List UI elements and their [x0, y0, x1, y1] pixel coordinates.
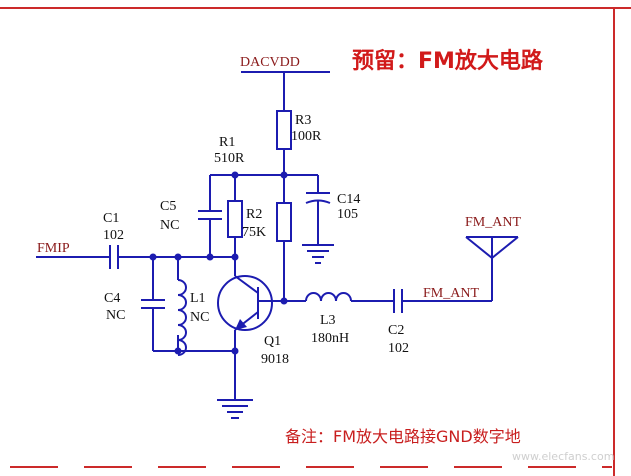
l3-ref: L3 — [320, 313, 336, 328]
c2-value: 102 — [388, 341, 409, 356]
r3-ref: R3 — [295, 113, 311, 128]
junction-dot — [206, 253, 214, 261]
junction-dot — [231, 253, 239, 261]
junction-dot — [174, 347, 182, 355]
r2-ref: R2 — [246, 207, 262, 222]
resistor-r2 — [227, 200, 243, 238]
supply-net-label: DACVDD — [240, 55, 300, 70]
antenna-icon — [465, 236, 519, 301]
r2-value: 75K — [242, 225, 266, 240]
c1-value: 102 — [103, 228, 124, 243]
r1-value: 510R — [214, 151, 245, 166]
ground-icon — [302, 244, 334, 264]
q1-ref: Q1 — [264, 334, 281, 349]
l1-value: NC — [190, 310, 209, 325]
c4-value: NC — [106, 308, 125, 323]
title-text: 预留：FM放大电路 — [352, 48, 544, 74]
r1-ref: R1 — [219, 135, 235, 150]
inductor-l3 — [305, 292, 352, 302]
c14-ref: C14 — [337, 192, 360, 207]
ground-icon — [217, 399, 253, 419]
l1-ref: L1 — [190, 291, 206, 306]
c2-ref: C2 — [388, 323, 404, 338]
capacitor-c14-plate — [305, 199, 331, 204]
c14-value: 105 — [337, 207, 358, 222]
q1-value: 9018 — [261, 352, 289, 367]
r3-value: 100R — [291, 129, 322, 144]
c1-ref: C1 — [103, 211, 119, 226]
input-net-label: FMIP — [37, 241, 70, 256]
antenna-node-label: FM_ANT — [423, 286, 479, 301]
l3-value: 180nH — [311, 331, 349, 346]
antenna-net-label: FM_ANT — [465, 215, 521, 230]
resistor-r3 — [276, 110, 292, 150]
inductor-l1 — [177, 279, 187, 356]
c5-value: NC — [160, 218, 179, 233]
border-frame — [0, 7, 631, 476]
transistor-q1 — [217, 275, 284, 331]
watermark-text: www.elecfans.com — [512, 450, 614, 463]
note-text: 备注：FM放大电路接GND数字地 — [285, 427, 521, 446]
c4-ref: C4 — [104, 291, 120, 306]
c5-ref: C5 — [160, 199, 176, 214]
resistor-r1 — [276, 202, 292, 242]
